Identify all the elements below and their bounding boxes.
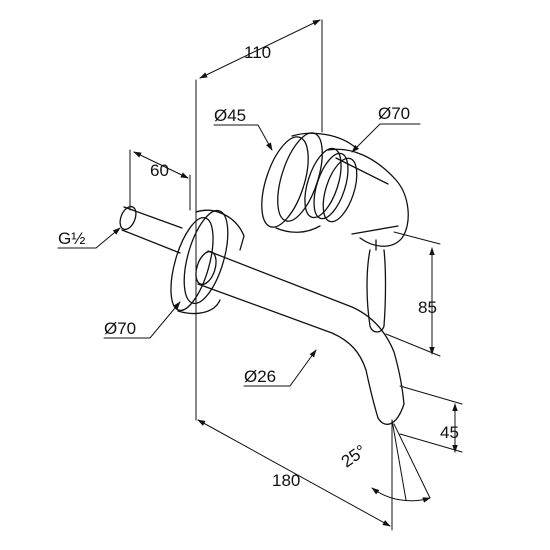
leader-upper-rosette	[351, 123, 421, 153]
dim-110-line	[199, 19, 321, 79]
label-spout-length: 180	[272, 471, 300, 490]
label-lever-height: 85	[418, 298, 437, 317]
mixer-handle	[304, 147, 409, 247]
spout	[195, 250, 405, 425]
label-top-width: 110	[244, 43, 271, 62]
upper-rosette	[261, 132, 357, 233]
leader-handle-diameter	[213, 124, 273, 151]
dim-60-line	[133, 151, 189, 179]
label-handle-diameter: Ø45	[214, 106, 246, 125]
dimension-lines	[57, 19, 463, 531]
label-thread: G½	[58, 229, 85, 248]
leader-spout-diameter	[243, 349, 317, 387]
dim-angle-arc	[371, 487, 431, 503]
inlet-pipe	[119, 205, 183, 254]
label-inlet-depth: 60	[150, 161, 169, 180]
lower-rosette	[170, 209, 245, 315]
label-spout-diameter: Ø26	[244, 367, 276, 386]
dimension-labels: 110 60 180 Ø45 Ø70 G½ Ø70 Ø26 85 45 25°	[58, 43, 459, 490]
label-angle: 25°	[338, 441, 370, 471]
dim-180-line	[197, 419, 391, 527]
label-lower-rosette-diameter: Ø70	[104, 319, 136, 338]
leader-thread	[57, 227, 121, 249]
lever	[366, 239, 387, 333]
label-upper-rosette-diameter: Ø70	[378, 104, 410, 123]
label-outlet-height: 45	[440, 423, 459, 442]
leader-lower-rosette	[103, 301, 181, 339]
